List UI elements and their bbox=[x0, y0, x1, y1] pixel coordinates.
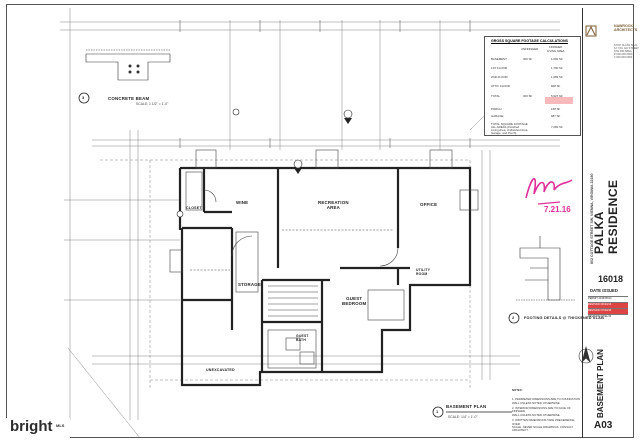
footing-title: FOOTING DETAILS @ THICKENED SLAB bbox=[524, 316, 605, 320]
sheet-name: BASEMENT PLAN bbox=[596, 349, 605, 418]
sheet-number: A03 bbox=[594, 420, 613, 431]
mls-watermark: bright MLS bbox=[4, 418, 70, 438]
room-wine: WINE bbox=[236, 200, 249, 205]
room-guest-bedroom: GUEST BEDROOM bbox=[342, 296, 367, 306]
gsf-col-finished: FINISHED LIVING AREA bbox=[547, 45, 565, 53]
room-utility: UTILITY ROOM bbox=[416, 268, 431, 276]
room-closet: CLOSET bbox=[186, 206, 202, 210]
revision-entry: REVISION 07/21/16 bbox=[588, 314, 628, 320]
plan-num: 1 bbox=[436, 409, 439, 414]
firm-address: STOP CLASS SEAL 12 YOU GO STREET STE 300… bbox=[614, 44, 639, 59]
gsf-footer: TOTAL SQUARE FOOTAGE ALL AREAS (Finished… bbox=[491, 122, 529, 135]
room-guest-bath: GUEST BATH bbox=[296, 334, 309, 342]
gsf-row-label: 2ND FLOOR bbox=[491, 75, 508, 79]
gsf-title: GROSS SQUARE FOOTAGE CALCULATIONS bbox=[491, 39, 568, 43]
date-issued-label: DATE ISSUED bbox=[590, 288, 618, 293]
watermark-text: bright bbox=[10, 418, 53, 435]
room-storage: STORAGE bbox=[238, 282, 262, 287]
gsf-table: GROSS SQUARE FOOTAGE CALCULATIONS UNFINI… bbox=[484, 36, 581, 136]
gsf-row-label: BASEMENT bbox=[491, 57, 507, 61]
room-office: OFFICE bbox=[420, 202, 438, 207]
gsf-extra-label: GARAGE bbox=[491, 114, 504, 118]
note-item: 3. WRITTEN DIMENSIONS TAKE PRECEDENCE OV… bbox=[512, 418, 575, 433]
concrete-beam-num: 3 bbox=[82, 95, 85, 100]
title-block bbox=[582, 8, 631, 438]
gsf-extra-label: PORCH bbox=[491, 107, 502, 111]
footing-num: 2 bbox=[512, 315, 515, 320]
concrete-beam-scale: SCALE: 1 1/2" = 1'-0" bbox=[136, 102, 169, 106]
revision-entry: REVISION 07/20/16 bbox=[588, 308, 628, 314]
sheet-border bbox=[6, 4, 634, 438]
architect-signature: 7.21.16 bbox=[525, 177, 573, 214]
gsf-row-unfinished: 300 SF bbox=[523, 57, 533, 61]
gsf-row-finished: 1,600 SF bbox=[551, 57, 563, 61]
gsf-col-unfinished: UNFINISHED bbox=[521, 47, 539, 51]
gsf-row-finished: 5,927 SF bbox=[551, 94, 563, 98]
watermark-sub: MLS bbox=[56, 423, 65, 428]
gsf-row-unfinished: 300 SF bbox=[523, 94, 533, 98]
project-address: 802 COTTAGE STREET SW, VIENNA, VIRGINIA … bbox=[590, 173, 594, 264]
revision-entry: PERMIT 2016/05/14 bbox=[588, 296, 628, 302]
gsf-row-label: TOTAL bbox=[491, 94, 501, 98]
revision-entry: REVISION 06/13/16 bbox=[588, 302, 628, 308]
signature-date: 7.21.16 bbox=[544, 205, 571, 214]
general-notes: NOTES: 1. PERIMETER DIMENSIONS ARE TO FO… bbox=[512, 386, 582, 436]
firm-logo-icon bbox=[585, 25, 597, 37]
project-number: 16018 bbox=[598, 274, 624, 284]
room-recreation: RECREATION AREA bbox=[318, 200, 349, 210]
room-unexcavated: UNEXCAVATED bbox=[206, 368, 235, 372]
notes-heading: NOTES: bbox=[512, 388, 523, 393]
gsf-highlight bbox=[545, 97, 573, 104]
gsf-row-finished: 1,689 SF bbox=[551, 75, 563, 79]
firm-name: NAWROCKI ARCHITECTS bbox=[614, 24, 638, 32]
gsf-extra-value: 168 SF bbox=[551, 107, 561, 111]
note-item: 2. INTERIOR DIMENSIONS ARE TO FACE OF FI… bbox=[512, 406, 571, 417]
plan-scale: SCALE: 1/4" = 1'-0" bbox=[448, 415, 478, 419]
gsf-row-finished: 1,790 SF bbox=[551, 66, 563, 70]
plan-title: BASEMENT PLAN bbox=[446, 404, 487, 409]
gsf-row-label: ATTIC FLOOR bbox=[491, 84, 510, 88]
gsf-footer-value: 7,082 SF bbox=[551, 125, 563, 129]
gsf-extra-value: 687 SF bbox=[551, 114, 561, 118]
gsf-row-finished: 848 SF bbox=[551, 84, 561, 88]
concrete-beam-title: CONCRETE BEAM bbox=[108, 96, 150, 101]
gsf-row-label: 1ST FLOOR bbox=[491, 66, 508, 70]
note-item: 1. PERIMETER DIMENSIONS ARE TO FOUNDATIO… bbox=[512, 397, 580, 405]
